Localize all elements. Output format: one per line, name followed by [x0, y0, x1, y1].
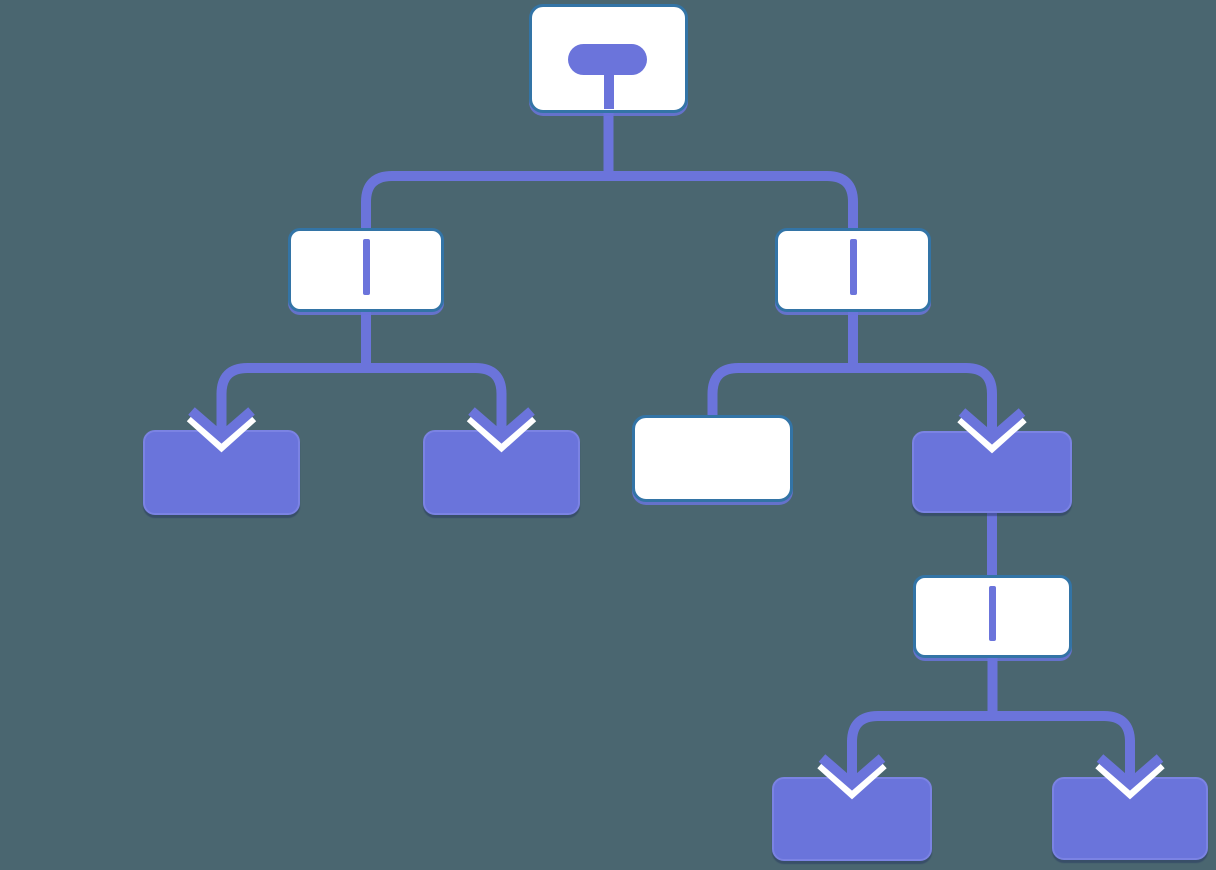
tree-node-branch-left[interactable] — [288, 228, 444, 312]
vertical-divider-line — [362, 239, 370, 295]
tree-node-leaf-4[interactable] — [1052, 777, 1208, 860]
tree-connector-rail-right — [707, 363, 997, 422]
capsule-icon — [568, 44, 647, 75]
tree-connector-rail-left — [216, 363, 507, 421]
tree-node-leaf-1[interactable] — [143, 430, 300, 515]
vertical-divider-line — [849, 239, 857, 295]
tree-connector-rail-bottom — [847, 711, 1135, 768]
tree-node-branch-right[interactable] — [775, 228, 931, 312]
vertical-divider-line — [989, 586, 996, 641]
tree-node-root[interactable] — [529, 4, 688, 113]
tree-node-leaf-2[interactable] — [423, 430, 580, 515]
capsule-stem — [604, 73, 614, 109]
tree-node-collapsed-right[interactable] — [912, 431, 1072, 513]
tree-node-branch-lower[interactable] — [913, 575, 1072, 658]
tree-node-leaf-3[interactable] — [772, 777, 932, 861]
tree-node-child-plain[interactable] — [632, 415, 793, 502]
tree-connector-rail-top — [361, 171, 858, 232]
